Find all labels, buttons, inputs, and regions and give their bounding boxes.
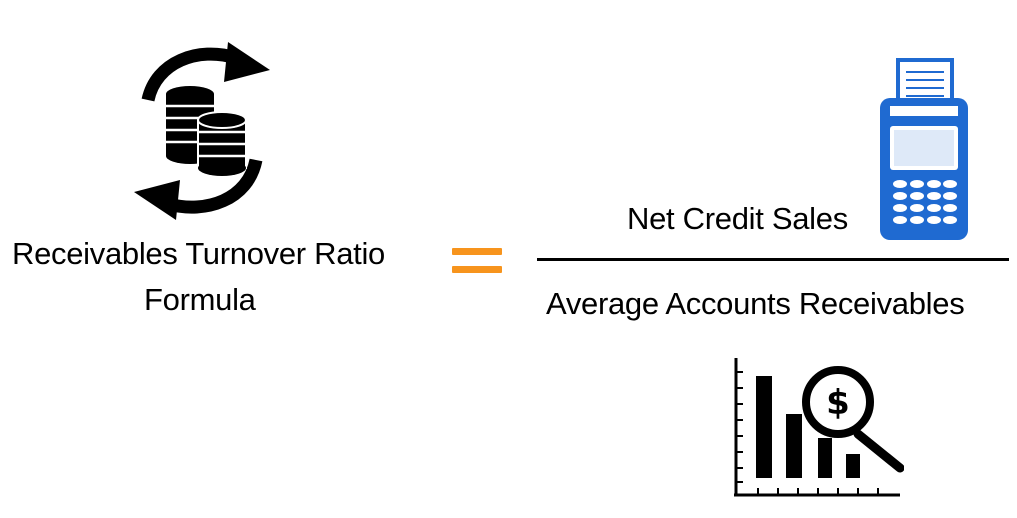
formula-denominator: Average Accounts Receivables xyxy=(546,286,965,321)
formula-title-line-2: Formula xyxy=(144,282,256,317)
equals-bar-bottom xyxy=(452,266,502,273)
card-terminal-icon xyxy=(878,56,970,242)
coins-cycle-icon xyxy=(128,42,276,220)
formula-title-line-1: Receivables Turnover Ratio xyxy=(12,236,385,271)
formula-numerator: Net Credit Sales xyxy=(627,201,848,236)
fraction-bar xyxy=(537,258,1009,261)
dollar-sign: $ xyxy=(826,383,850,423)
equals-bar-top xyxy=(452,248,502,255)
dollar-chart-magnifier-icon: $ xyxy=(728,356,904,500)
